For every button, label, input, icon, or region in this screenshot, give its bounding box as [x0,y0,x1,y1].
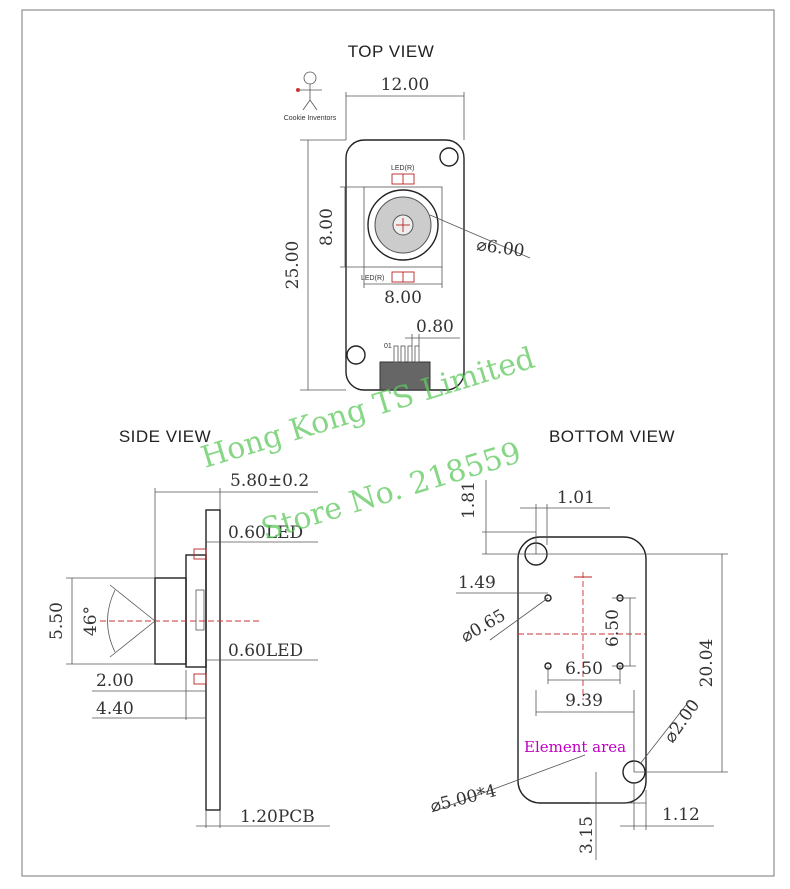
bottom-view-title: BOTTOM VIEW [549,427,675,446]
side-led-top-dimension: 0.60LED [206,523,318,543]
svg-text:8.00: 8.00 [384,288,422,308]
bottom-2004-dimension: 20.04 [536,553,728,773]
svg-text:9.39: 9.39 [565,691,603,711]
logo-icon: Cookie Inventors [284,71,337,122]
svg-text:1.12: 1.12 [662,805,700,825]
svg-text:1.49: 1.49 [458,573,496,593]
pin-label: 01 [384,343,392,350]
svg-text:12.00: 12.00 [381,75,430,95]
lens-width-dimension: 8.00 [363,267,443,308]
bottom-200-dimension: ⌀2.00 [639,696,704,765]
led-bottom-label: LED(R) [361,275,384,282]
bottom-065-dimension: ⌀0.65 [458,597,549,647]
svg-text:⌀6.00: ⌀6.00 [475,235,525,261]
bottom-112-dimension: 1.12 [620,783,714,830]
side-view-title: SIDE VIEW [119,427,211,446]
svg-text:⌀5.00*4: ⌀5.00*4 [428,781,498,817]
side-led-top [193,548,207,560]
svg-text:⌀0.65: ⌀0.65 [458,606,510,647]
svg-text:20.04: 20.04 [697,639,717,688]
connector-pins [393,345,420,363]
svg-text:1.01: 1.01 [557,488,595,508]
bottom-181-dimension: 1.81 [459,480,536,555]
watermark-line2: Store No. 218559 [257,435,525,547]
svg-text:4.40: 4.40 [96,699,134,719]
bottom-pcb-outline [517,536,647,804]
svg-text:5.50: 5.50 [47,602,67,640]
svg-text:0.80: 0.80 [416,317,454,337]
lens-height-dimension: 8.00 [317,186,364,268]
side-chip [195,589,205,631]
bottom-939-dimension: 9.39 [535,690,635,772]
lens-outer [367,189,439,261]
bottom-101-dimension: 1.01 [520,488,610,554]
lens-diameter-dimension: ⌀6.00 [429,214,531,262]
svg-text:2.00: 2.00 [96,671,134,691]
side-led-bottom [193,673,207,685]
top-mount-hole [439,147,459,167]
svg-text:8.00: 8.00 [317,208,337,246]
side-angle-dimension: 46° [81,584,156,658]
svg-text:0.60LED: 0.60LED [228,641,303,661]
svg-text:46°: 46° [81,606,101,636]
svg-text:3.15: 3.15 [577,816,597,854]
side-lens-height-dimension: 5.50 [47,577,155,665]
top-mount-hole [346,345,366,365]
side-pcb-thickness-dimension: 1.20PCB [196,807,330,828]
element-area-label: Element area [524,738,626,756]
side-depth-dimension: 5.80±0.2 [154,471,318,578]
bottom-315-dimension: 3.15 [577,772,646,860]
led-top-label: LED(R) [391,165,414,172]
bottom-holes-dimension: ⌀5.00*4 [428,754,586,817]
svg-text:6.50: 6.50 [565,659,603,679]
connector [379,361,431,391]
side-offset-dimensions: 2.00 4.40 [92,670,206,720]
bottom-149-dimension: 1.49 [456,573,548,594]
svg-text:1.20PCB: 1.20PCB [240,807,315,827]
svg-text:25.00: 25.00 [283,241,303,290]
svg-text:5.80±0.2: 5.80±0.2 [230,471,309,491]
bottom-650h-dimension: 6.50 [547,659,621,684]
side-led-bottom-dimension: 0.60LED [206,641,318,661]
svg-text:0.60LED: 0.60LED [228,523,303,543]
svg-text:⌀2.00: ⌀2.00 [660,696,704,747]
logo-text: Cookie Inventors [284,115,337,122]
top-width-dimension: 12.00 [345,75,465,140]
svg-text:1.81: 1.81 [459,481,479,519]
svg-text:6.50: 6.50 [603,609,623,647]
top-view-title: TOP VIEW [348,42,435,61]
bottom-650v-dimension: 6.50 [603,597,636,667]
drawing-border [21,9,775,877]
pin-pitch-dimension: 0.80 [405,317,460,346]
top-height-dimension: 25.00 [283,139,346,391]
lens-area [363,186,443,268]
